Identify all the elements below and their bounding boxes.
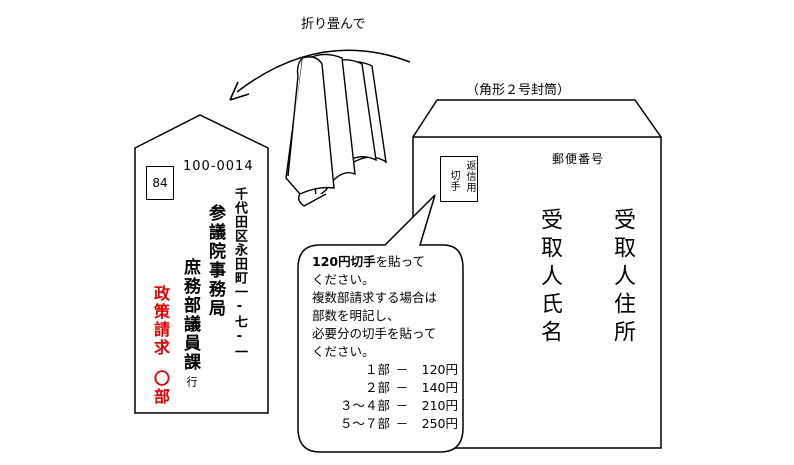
callout-line-6: ください。: [312, 344, 375, 359]
recipient-name: 受取人氏名: [537, 208, 562, 348]
request-label: 政策請求: [151, 285, 170, 357]
return-org-line1: 参議院事務局: [205, 204, 225, 318]
price-row: １部 － 120円: [312, 361, 460, 379]
price-row-price: 140円: [421, 380, 458, 395]
callout-stamp-amount: 120円切手: [312, 254, 376, 269]
price-row-qty: １部: [364, 362, 390, 377]
recipient-address: 受取人住所: [610, 208, 635, 348]
callout-line-3: 複数部請求する場合は: [312, 290, 438, 305]
price-row-qty: ３～４部: [339, 398, 390, 413]
callout-line-2: ください。: [312, 272, 375, 287]
return-suffix: 行: [185, 376, 198, 387]
return-org-line2: 庶務部議員課: [180, 258, 200, 372]
return-address: 千代田区永田町一-七-一: [232, 187, 247, 359]
box-number: 84: [146, 166, 174, 200]
callout-line-4: 部数を明記し、: [312, 308, 400, 323]
box-number-text: 84: [152, 176, 168, 190]
fold-arrow: [236, 49, 411, 93]
price-table: １部 － 120円 ２部 － 140円 ３～４部 － 210円 ５～７部 － 250円: [312, 361, 460, 433]
price-row: ５～７部 － 250円: [312, 415, 460, 433]
price-row-qty: ５～７部: [339, 416, 390, 431]
stamp-text-return: 返信用: [464, 160, 475, 193]
callout-line-1: 120円切手を貼って: [312, 253, 460, 271]
price-row-dash: －: [395, 380, 409, 395]
price-row-price: 210円: [421, 398, 458, 413]
price-row: ２部 － 140円: [312, 379, 460, 397]
callout-text: 120円切手を貼って ください。 複数部請求する場合は 部数を明記し、 必要分の…: [312, 253, 460, 433]
fold-label: 折り畳んで: [301, 17, 366, 32]
price-row-price: 250円: [421, 416, 458, 431]
callout-bubble: [297, 194, 464, 453]
request-count: 〇部: [151, 370, 170, 406]
postal-code-label: 郵便番号: [552, 152, 605, 166]
folded-document-icon: [285, 53, 387, 207]
price-row-dash: －: [395, 416, 409, 431]
fold-arrow-head: [229, 81, 250, 101]
callout-line-1-rest: を貼って: [375, 254, 425, 269]
stamp-text-stamp: 切手: [448, 170, 459, 192]
stamp-box: 返信用 切手: [440, 156, 478, 202]
price-row-qty: ２部: [364, 380, 390, 395]
callout-line-5: 必要分の切手を貼って: [312, 326, 437, 341]
envelope-size-label: （角形２号封筒）: [466, 83, 571, 98]
price-row-dash: －: [395, 362, 409, 377]
price-row: ３～４部 － 210円: [312, 397, 460, 415]
return-postal-code: 100-0014: [183, 159, 254, 174]
price-row-dash: －: [395, 398, 409, 413]
price-row-price: 120円: [421, 362, 458, 377]
